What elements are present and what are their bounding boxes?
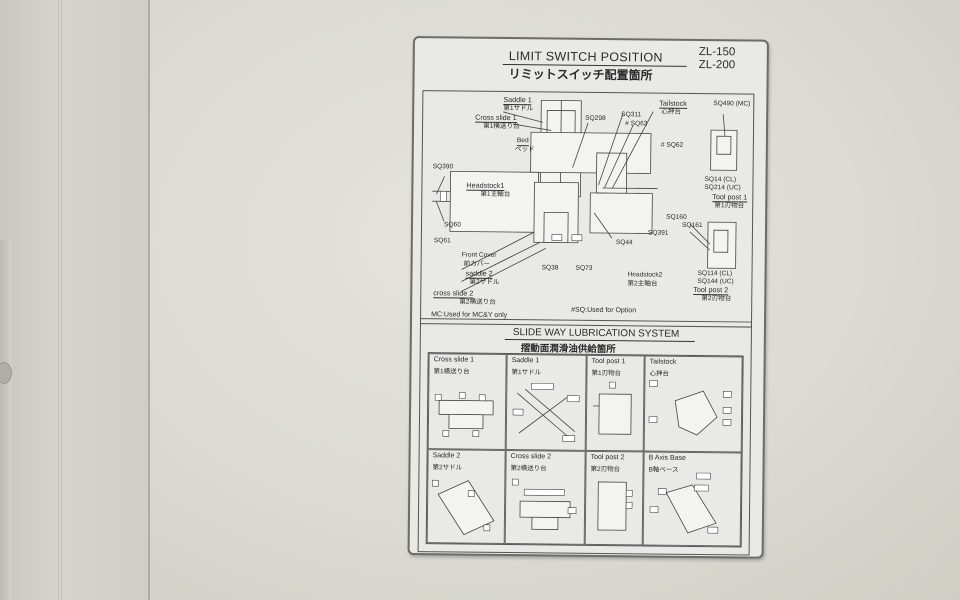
lubrication-panel: SLIDE WAY LUBRICATION SYSTEM 摺動面潤滑油供給箇所 …: [417, 318, 753, 556]
saddle1-label: Saddle 1: [503, 94, 532, 106]
sq61-label: SQ61: [433, 237, 451, 245]
lube-cell-cross-slide2: Cross slide 2 第2横送り台: [504, 449, 586, 545]
lube-cell-tool-post1: Tool post 1 第1刃物台: [585, 354, 645, 452]
sq490-label: SQ490 (MC): [713, 100, 751, 108]
front-cover-label: Front Cover: [461, 251, 497, 259]
sq311-label: SQ311: [621, 111, 642, 119]
limit-switch-diagram: [432, 99, 738, 292]
lube-diagram: [593, 381, 632, 435]
cross-slide1-label-jp: 第1横送り台: [483, 122, 520, 131]
lube-cell-tool-post2: Tool post 2 第2刃物台: [584, 450, 644, 546]
sq60-label: SQ60: [443, 221, 461, 229]
cabinet-seam: [58, 0, 62, 600]
sq390-label: SQ390: [432, 163, 454, 171]
door-latch: [0, 362, 12, 384]
lube-diagram: [431, 479, 495, 536]
saddle2-label: saddle 2: [465, 268, 493, 279]
lube-cell-saddle2: Saddle 2 第2サドル: [426, 449, 506, 544]
cabinet-side-panel: [0, 0, 150, 600]
tailstock-label-jp: 心押台: [661, 108, 682, 116]
lube-diagram: [648, 380, 732, 436]
note-sq: #SQ:Used for Option: [571, 306, 637, 315]
cross-slide1-label: Cross slide 1: [475, 112, 517, 124]
lube-cell-b-axis-base: B Axis Base B軸ベース: [642, 451, 742, 547]
lube-cell-saddle1: Saddle 1 第1サドル: [505, 353, 587, 451]
plate-model-2: ZL-200: [698, 58, 736, 72]
headstock2-label-jp: 第2主軸台: [627, 280, 658, 288]
sq160-label: SQ160: [666, 213, 687, 221]
bed-label-jp: ベッド: [514, 146, 535, 154]
lube-diagram: [649, 472, 719, 534]
lubrication-title: SLIDE WAY LUBRICATION SYSTEM: [512, 327, 680, 340]
cross-slide2-label: cross slide 2: [433, 288, 474, 299]
lube-diagram: [512, 382, 580, 443]
front-cover-label-jp: 前カバー: [463, 260, 491, 268]
sq44-label: SQ44: [615, 239, 633, 247]
sq161-label: SQ161: [681, 221, 703, 230]
saddle2-label-jp: 第2サドル: [469, 278, 500, 286]
headstock1-label: Headstock1: [466, 180, 505, 191]
lube-diagram: [434, 392, 494, 438]
tool-post2-label-jp: 第2刃物台: [701, 295, 732, 303]
tailstock-label: Tailstock: [659, 98, 687, 109]
sq63-label: # SQ63: [625, 120, 648, 128]
plate-model-1: ZL-150: [698, 45, 736, 59]
info-plate: LIMIT SWITCH POSITION リミットスイッチ配置箇所 ZL-15…: [407, 36, 769, 559]
sq62-label: # SQ62: [660, 141, 684, 149]
limit-switch-panel: Saddle 1 第1サドル Cross slide 1 第1横送り台 Bed …: [419, 90, 755, 328]
headstock2-label: Headstock2: [627, 271, 663, 279]
plate-title-jp: リミットスイッチ配置箇所: [508, 67, 653, 83]
lube-cell-tailstock: Tailstock 心押台: [643, 355, 743, 453]
sq73-label: SQ73: [575, 264, 593, 272]
headstock1-label-jp: 第1主軸台: [480, 190, 511, 199]
tool-post1-label: Tool post 1: [712, 192, 748, 203]
plate-title: LIMIT SWITCH POSITION: [508, 49, 663, 65]
sq214-label: SQ214 (UC): [704, 184, 741, 192]
tool-post1-label-jp: 第1刃物台: [714, 202, 745, 210]
cabinet-lower-seam: [0, 240, 12, 600]
tool-post2-label: Tool post 2: [693, 284, 729, 296]
lube-diagram: [511, 478, 577, 530]
cross-slide2-label-jp: 第2横送り台: [459, 298, 496, 306]
lube-cell-cross-slide1: Cross slide 1 第1横送り台: [427, 353, 507, 450]
sq298-label: SQ298: [585, 114, 606, 123]
lubrication-grid: Cross slide 1 第1横送り台 Saddle 1 第1サドル: [425, 352, 744, 548]
lube-diagram: [597, 481, 633, 531]
sq38-label: SQ38: [541, 264, 559, 272]
sq391-label: SQ391: [647, 229, 669, 237]
bed-label: Bed: [516, 137, 529, 147]
